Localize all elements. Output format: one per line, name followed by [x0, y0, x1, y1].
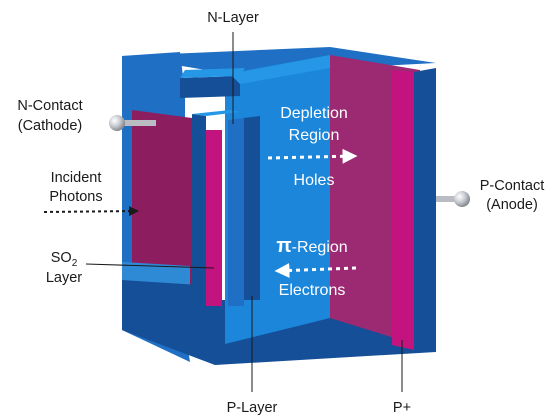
- photodiode-block: [122, 47, 436, 365]
- inner-layer: [228, 118, 244, 306]
- so2-leader: [85, 263, 215, 269]
- p-contact-label-line1: P-Contact: [480, 178, 544, 194]
- p-layer-label: P-Layer: [227, 400, 278, 416]
- electrons-arrow: [274, 262, 357, 278]
- holes-arrow: [267, 148, 358, 164]
- block-top-face: [122, 47, 436, 74]
- depletion-label-line1: Depletion: [280, 105, 348, 122]
- p-plus-layer: [392, 70, 414, 350]
- n-layer-label: N-Layer: [207, 10, 259, 26]
- p-contact-label-line2: (Anode): [486, 197, 538, 213]
- outer-lip: [230, 55, 330, 84]
- n-layer: [192, 114, 206, 320]
- top-ledge-side: [180, 68, 245, 78]
- n-contact-label-line2: (Cathode): [18, 118, 82, 134]
- pi-symbol: π: [276, 235, 291, 257]
- p-plus-label: P+: [393, 400, 411, 416]
- anode-slab: [414, 68, 436, 352]
- holes-label: Holes: [294, 172, 335, 189]
- pi-region-label: π-Region: [276, 235, 347, 257]
- cathode-rod: [116, 120, 156, 126]
- incident-photons-label-line2: Photons: [49, 189, 102, 205]
- anode-ball: [454, 191, 470, 207]
- electrons-label: Electrons: [279, 282, 346, 299]
- anode-rod: [436, 196, 464, 202]
- top-ledge: [180, 76, 240, 98]
- anode-contact: [436, 191, 470, 207]
- n-layer-cap: [192, 110, 240, 116]
- depletion-label-line2: Region: [289, 127, 340, 144]
- so2-layer: [206, 130, 222, 306]
- cathode-contact: [109, 115, 156, 131]
- so2-layer-label: SO2: [51, 250, 78, 269]
- incident-photons-label-line1: Incident: [51, 170, 102, 186]
- so2-layer-label-line2: Layer: [46, 270, 82, 286]
- so2-main: SO: [51, 250, 72, 266]
- so2-subscript: 2: [72, 258, 78, 269]
- cathode-ball: [109, 115, 125, 131]
- n-contact-label-line1: N-Contact: [17, 98, 82, 114]
- p-layer: [244, 116, 260, 300]
- bottom-ledge-front: [122, 280, 215, 365]
- pi-region-text: -Region: [292, 239, 348, 256]
- incident-photons-arrow: [43, 206, 139, 217]
